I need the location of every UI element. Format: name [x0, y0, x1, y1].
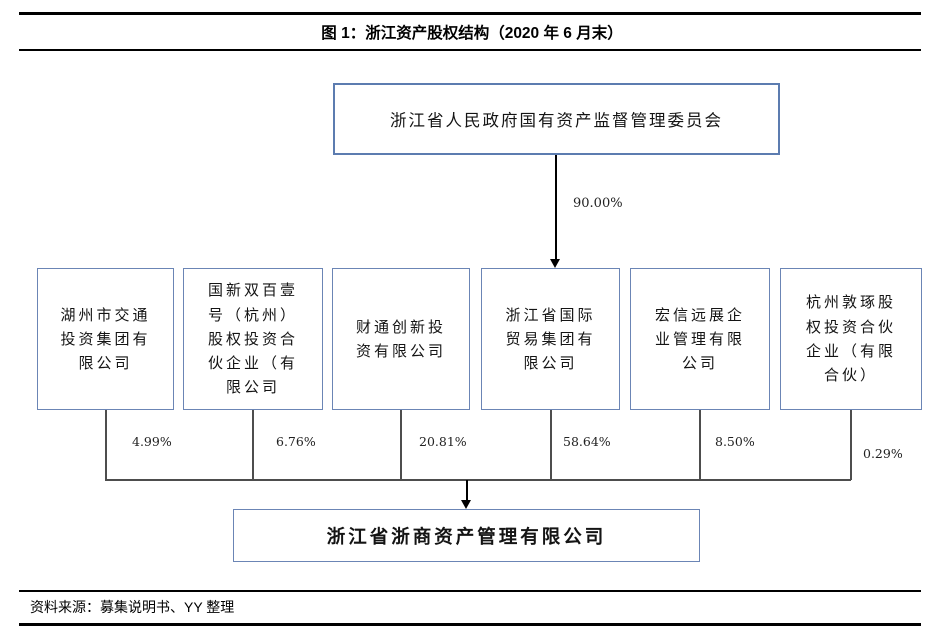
parent-org-box: 浙江省人民政府国有资产监督管理委员会 — [333, 83, 780, 155]
stake-label-1: 4.99% — [132, 434, 172, 449]
shareholder-box-1: 湖州市交通投资集团有限公司 — [37, 268, 174, 410]
parent-stake-label: 90.00% — [573, 196, 623, 211]
shareholder-name-6: 杭州敦琢股权投资合伙企业（有限合伙） — [805, 293, 896, 385]
shareholder-name-2: 国新双百壹号（杭州）股权投资合伙企业（有限公司 — [207, 281, 298, 397]
parent-arrow-stem — [555, 155, 557, 259]
stake-label-2: 6.76% — [276, 434, 316, 449]
figure-title: 图 1：浙江资产股权结构（2020 年 6 月末） — [321, 25, 623, 42]
shareholder-box-6: 杭州敦琢股权投资合伙企业（有限合伙） — [780, 268, 922, 410]
shareholder-box-2: 国新双百壹号（杭州）股权投资合伙企业（有限公司 — [183, 268, 323, 410]
company-arrow-stem — [466, 480, 468, 501]
shareholder-name-3: 财通创新投资有限公司 — [355, 317, 446, 360]
company-arrowhead-icon — [461, 500, 471, 509]
connector-drop-5 — [699, 410, 701, 480]
shareholder-name-4: 浙江省国际贸易集团有限公司 — [505, 305, 596, 373]
source-note: 资料来源：募集说明书、YY 整理 — [30, 599, 235, 615]
footer-top-rule — [19, 590, 921, 592]
parent-org-name: 浙江省人民政府国有资产监督管理委员会 — [390, 111, 723, 130]
shareholder-box-5: 宏信远展企业管理有限公司 — [630, 268, 770, 410]
footer-bottom-rule — [19, 623, 921, 626]
connector-drop-4 — [550, 410, 552, 480]
shareholder-box-4: 浙江省国际贸易集团有限公司 — [481, 268, 620, 410]
connector-drop-2 — [252, 410, 254, 480]
stake-label-4: 58.64% — [563, 434, 611, 449]
header-bottom-rule — [19, 49, 921, 51]
stake-label-6: 0.29% — [863, 446, 903, 461]
parent-arrowhead-icon — [550, 259, 560, 268]
connector-drop-6 — [850, 410, 852, 480]
connector-drop-3 — [400, 410, 402, 480]
company-box: 浙江省浙商资产管理有限公司 — [233, 509, 700, 562]
stake-label-3: 20.81% — [419, 434, 467, 449]
shareholder-name-1: 湖州市交通投资集团有限公司 — [60, 305, 151, 373]
shareholder-name-5: 宏信远展企业管理有限公司 — [654, 305, 745, 373]
connector-bus-line — [105, 479, 851, 481]
connector-drop-1 — [105, 410, 107, 480]
company-name: 浙江省浙商资产管理有限公司 — [326, 526, 607, 548]
header-top-rule — [19, 12, 921, 15]
stake-label-5: 8.50% — [715, 434, 755, 449]
shareholder-box-3: 财通创新投资有限公司 — [332, 268, 470, 410]
